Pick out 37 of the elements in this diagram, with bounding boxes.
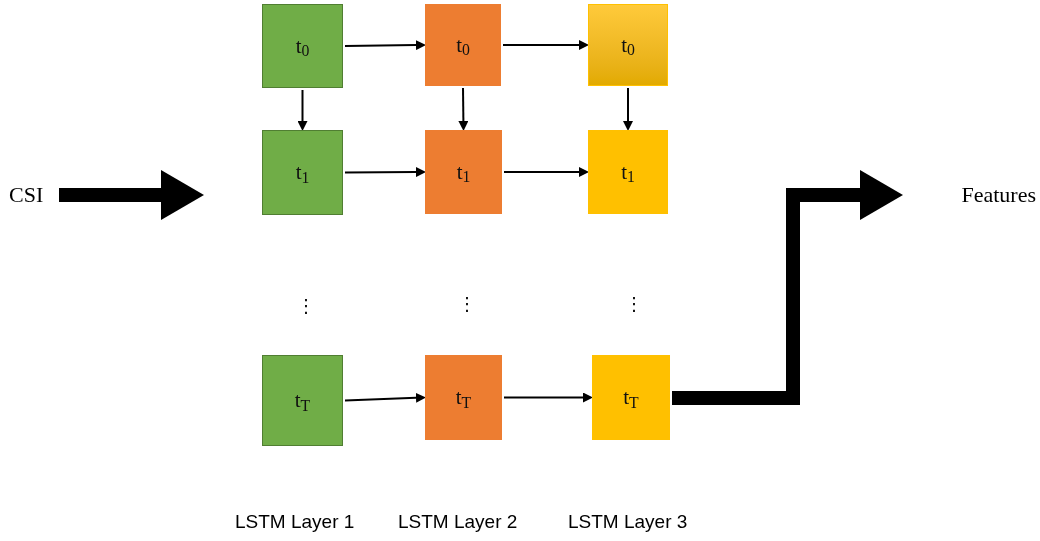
cell-box bbox=[262, 4, 343, 88]
layer-label: LSTM Layer 1 bbox=[235, 510, 355, 534]
time-step-label: t$_{1}$ bbox=[456, 161, 471, 183]
ellipsis-mark: ⋮ bbox=[297, 294, 315, 318]
thick-arrow bbox=[59, 170, 204, 220]
cell-box bbox=[592, 355, 670, 440]
arrow bbox=[297, 89, 308, 131]
time-step-label: t$_{1}$ bbox=[295, 162, 310, 183]
time-step-label: t$_{1}$ bbox=[621, 161, 635, 183]
cell-box bbox=[425, 355, 502, 440]
cell-box bbox=[262, 130, 343, 215]
ellipsis-mark: ⋮ bbox=[458, 292, 476, 316]
time-step-label: t$_{0}$ bbox=[295, 35, 310, 57]
arrow bbox=[344, 167, 426, 178]
arrow bbox=[503, 392, 593, 403]
time-step-label: t$_{T}$ bbox=[623, 387, 639, 408]
cell-box bbox=[425, 130, 502, 214]
arrow bbox=[458, 87, 469, 131]
cell-box bbox=[588, 130, 668, 214]
io-text: Features bbox=[961, 184, 1036, 206]
cell-box bbox=[262, 355, 343, 446]
time-step-label: t$_{T}$ bbox=[294, 390, 311, 411]
ellipsis-mark: ⋮ bbox=[625, 292, 643, 316]
time-step-label: t$_{T}$ bbox=[455, 387, 472, 408]
cell-box bbox=[425, 4, 501, 86]
arrow bbox=[623, 87, 633, 131]
arrow bbox=[344, 392, 426, 403]
time-step-label: t$_{0}$ bbox=[456, 34, 470, 56]
time-step-label: t$_{0}$ bbox=[621, 34, 635, 56]
arrow bbox=[502, 40, 589, 50]
cell-box bbox=[588, 4, 668, 86]
arrow bbox=[344, 40, 426, 51]
layer-label: LSTM Layer 2 bbox=[398, 510, 518, 534]
io-text: CSI bbox=[9, 184, 44, 206]
arrow bbox=[503, 167, 589, 177]
layer-label: LSTM Layer 3 bbox=[568, 510, 688, 534]
thick-arrow bbox=[672, 170, 903, 405]
